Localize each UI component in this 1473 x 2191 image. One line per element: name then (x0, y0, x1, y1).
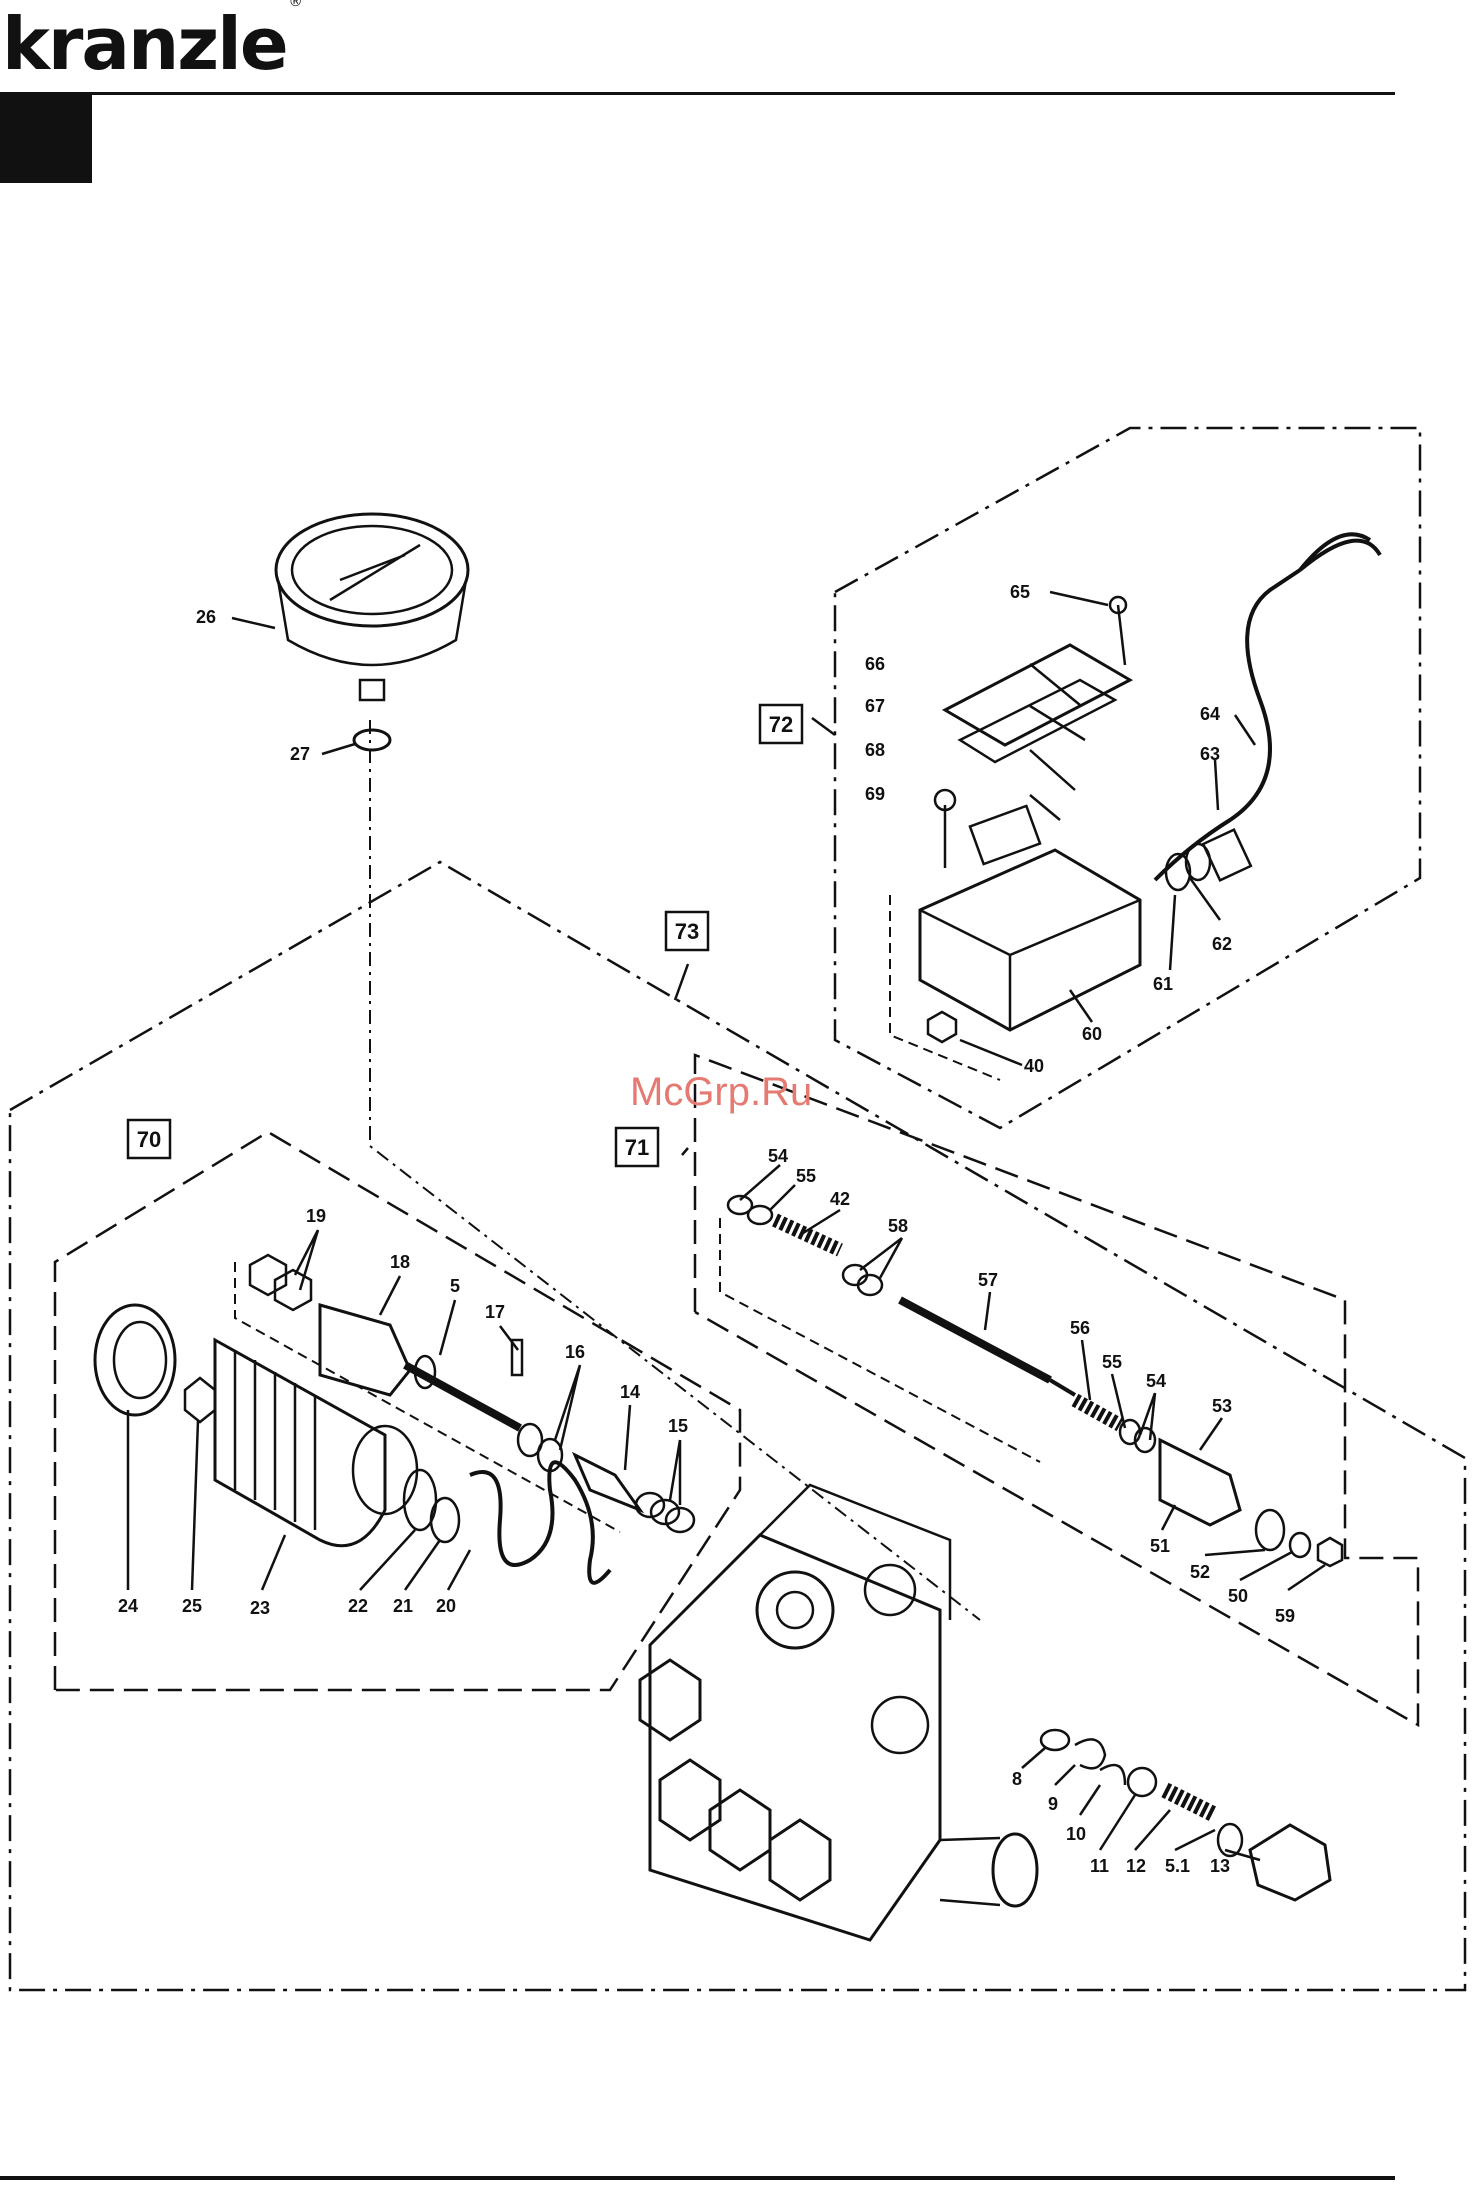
label-14: 14 (620, 1382, 640, 1402)
spring-42 (775, 1220, 840, 1250)
cable (1155, 534, 1380, 880)
group-72-outline (835, 428, 1420, 1128)
label-65: 65 (1010, 582, 1030, 602)
label-54b: 54 (1146, 1371, 1166, 1391)
label-20: 20 (436, 1596, 456, 1616)
adjuster-18 (320, 1305, 410, 1395)
plug-13 (1250, 1825, 1330, 1900)
svg-text:72: 72 (769, 712, 793, 737)
label-26: 26 (196, 607, 216, 627)
label-9: 9 (1048, 1794, 1058, 1814)
label-51: 51 (1150, 1536, 1170, 1556)
label-54: 54 (768, 1146, 788, 1166)
label-63: 63 (1200, 744, 1220, 764)
label-42: 42 (830, 1189, 850, 1209)
label-60: 60 (1082, 1024, 1102, 1044)
label-40: 40 (1024, 1056, 1044, 1076)
label-23: 23 (250, 1598, 270, 1618)
label-24: 24 (118, 1596, 138, 1616)
part-labels: 26 27 65 66 67 68 69 64 63 62 61 60 40 5… (118, 582, 1295, 1876)
svg-text:70: 70 (137, 1127, 161, 1152)
pump-body (650, 1535, 940, 1940)
label-5: 5 (450, 1276, 460, 1296)
label-58: 58 (888, 1216, 908, 1236)
group-73-outline (10, 862, 1465, 1990)
watermark-text: McGrp.Ru (630, 1070, 812, 1115)
label-62: 62 (1212, 934, 1232, 954)
label-56: 56 (1070, 1318, 1090, 1338)
nut-19 (250, 1255, 286, 1295)
label-21: 21 (393, 1596, 413, 1616)
nut-40 (928, 1012, 956, 1042)
label-69: 69 (865, 784, 885, 804)
label-67: 67 (865, 696, 885, 716)
label-16: 16 (565, 1342, 585, 1362)
label-17: 17 (485, 1302, 505, 1322)
cover-gasket (960, 680, 1115, 762)
label-22: 22 (348, 1596, 368, 1616)
clip-9 (1075, 1739, 1105, 1768)
switch-box-housing (920, 850, 1140, 1030)
spring-56 (1075, 1400, 1120, 1425)
label-12: 12 (1126, 1856, 1146, 1876)
label-5-1: 5.1 (1165, 1856, 1190, 1876)
label-50: 50 (1228, 1586, 1248, 1606)
microswitch (970, 806, 1040, 864)
o-ring-27 (354, 730, 390, 750)
svg-text:71: 71 (625, 1135, 649, 1160)
pressure-gauge (276, 514, 468, 626)
ring-10 (1100, 1765, 1125, 1785)
group-label-72: 72 (760, 705, 802, 743)
label-52: 52 (1190, 1562, 1210, 1582)
label-25: 25 (182, 1596, 202, 1616)
spindle-5 (405, 1365, 520, 1428)
label-15: 15 (668, 1416, 688, 1436)
washer-21 (431, 1498, 459, 1542)
valve-stem-57 (900, 1300, 1050, 1380)
label-11: 11 (1090, 1856, 1109, 1876)
group-label-73: 73 (666, 912, 708, 950)
nut-59 (1318, 1538, 1342, 1566)
label-27: 27 (290, 744, 310, 764)
label-64: 64 (1200, 704, 1220, 724)
ball-11 (1128, 1768, 1156, 1796)
label-55: 55 (796, 1166, 816, 1186)
label-61: 61 (1153, 974, 1173, 994)
footer-rule (0, 2176, 1395, 2180)
label-68: 68 (865, 740, 885, 760)
label-59: 59 (1275, 1606, 1295, 1626)
box-cover (945, 645, 1130, 745)
label-19: 19 (306, 1206, 326, 1226)
label-57: 57 (978, 1270, 998, 1290)
label-53: 53 (1212, 1396, 1232, 1416)
label-18: 18 (390, 1252, 410, 1272)
o-ring-8 (1041, 1730, 1069, 1750)
label-13: 13 (1210, 1856, 1230, 1876)
label-55b: 55 (1102, 1352, 1122, 1372)
spring-20 (470, 1462, 610, 1583)
nut-25 (185, 1378, 215, 1422)
group-label-71: 71 (616, 1128, 658, 1166)
label-66: 66 (865, 654, 885, 674)
spring-12 (1165, 1790, 1215, 1815)
svg-text:73: 73 (675, 919, 699, 944)
label-8: 8 (1012, 1769, 1022, 1789)
label-10: 10 (1066, 1824, 1086, 1844)
group-label-70: 70 (128, 1120, 170, 1158)
